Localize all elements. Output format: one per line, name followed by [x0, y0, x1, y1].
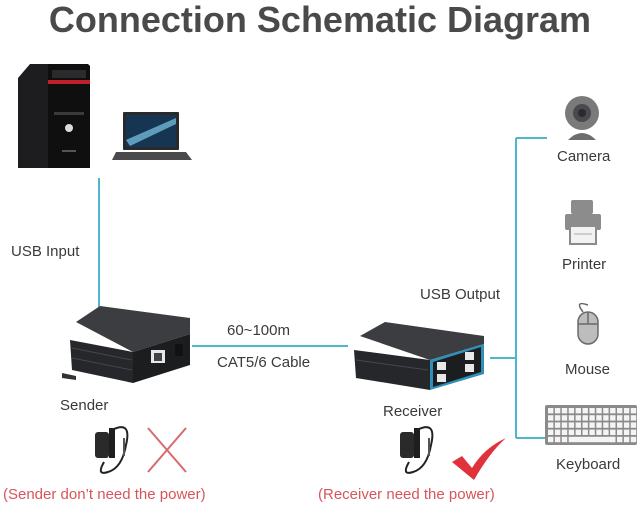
keyboard-key — [548, 429, 554, 435]
receiver-label: Receiver — [383, 403, 443, 420]
diagram-title: Connection Schematic Diagram — [48, 0, 592, 40]
keyboard-key — [596, 422, 602, 428]
keyboard-key — [603, 429, 609, 435]
keyboard-key — [561, 408, 568, 414]
laptop-icon — [112, 112, 192, 160]
keyboard-key — [596, 429, 602, 435]
keyboard-key — [623, 422, 630, 428]
device-label-keyboard: Keyboard — [556, 456, 621, 473]
keyboard-key — [623, 429, 630, 435]
keyboard-key — [554, 436, 561, 443]
keyboard-key — [617, 429, 623, 435]
keyboard-key — [554, 415, 561, 421]
keyboard-key — [582, 408, 588, 414]
keyboard-key — [582, 415, 588, 421]
keyboard-key — [630, 429, 637, 435]
receiver-power-note: (Receiver need the power) — [318, 486, 495, 503]
keyboard-key — [568, 422, 575, 428]
keyboard-key — [617, 415, 623, 421]
keyboard-key — [617, 436, 623, 443]
keyboard-key — [630, 408, 637, 414]
keyboard-key — [548, 408, 554, 414]
keyboard-key — [548, 436, 554, 443]
keyboard-key — [630, 436, 637, 443]
keyboard-key — [568, 408, 575, 414]
keyboard-key — [603, 422, 609, 428]
desktop-pc-icon — [18, 64, 90, 168]
keyboard-key — [623, 408, 630, 414]
keyboard-key — [610, 422, 616, 428]
sender-label: Sender — [60, 397, 109, 414]
keyboard-key — [554, 408, 561, 414]
keyboard-key — [554, 422, 561, 428]
keyboard-key — [582, 422, 588, 428]
usb-input-label: USB Input — [11, 243, 80, 260]
mouse-icon — [577, 302, 599, 345]
cross-icon — [147, 427, 187, 473]
keyboard-key — [630, 422, 637, 428]
keyboard-key — [561, 429, 568, 435]
keyboard-key — [623, 436, 630, 443]
keyboard-key — [589, 422, 595, 428]
keyboard-key — [630, 415, 637, 421]
keyboard-icon — [545, 405, 637, 445]
sender-device-icon — [62, 306, 190, 383]
keyboard-key — [575, 408, 581, 414]
keyboard-key — [568, 415, 575, 421]
keyboard-key — [623, 415, 630, 421]
keyboard-key — [603, 415, 609, 421]
keyboard-key — [548, 415, 554, 421]
keyboard-spacebar — [568, 436, 615, 443]
receiver-device-icon — [354, 322, 484, 390]
keyboard-key — [610, 415, 616, 421]
printer-icon — [565, 200, 601, 245]
keyboard-key — [561, 436, 568, 443]
keyboard-key — [568, 429, 575, 435]
checkmark-icon — [452, 438, 506, 480]
sender-power-note: (Sender don’t need the power) — [3, 486, 206, 503]
keyboard-key — [575, 429, 581, 435]
device-label-mouse: Mouse — [565, 361, 611, 378]
keyboard-key — [589, 415, 595, 421]
keyboard-key — [582, 429, 588, 435]
keyboard-key — [617, 422, 623, 428]
keyboard-key — [589, 429, 595, 435]
device-label-camera: Camera — [557, 148, 611, 165]
receiver-power-adapter-icon — [400, 426, 434, 474]
keyboard-key — [617, 408, 623, 414]
keyboard-key — [561, 415, 568, 421]
keyboard-key — [610, 429, 616, 435]
keyboard-key — [589, 408, 595, 414]
keyboard-key — [575, 415, 581, 421]
keyboard-key — [603, 408, 609, 414]
usb-output-label: USB Output — [420, 286, 501, 303]
keyboard-key — [596, 408, 602, 414]
webcam-icon — [565, 96, 599, 140]
device-label-printer: Printer — [562, 256, 607, 273]
cable-label: CAT5/6 Cable — [217, 354, 311, 371]
keyboard-key — [575, 422, 581, 428]
keyboard-key — [561, 422, 568, 428]
distance-label: 60~100m — [227, 322, 290, 339]
keyboard-key — [548, 422, 554, 428]
keyboard-key — [610, 408, 616, 414]
keyboard-key — [596, 415, 602, 421]
sender-power-adapter-icon — [95, 426, 129, 474]
keyboard-key — [554, 429, 561, 435]
